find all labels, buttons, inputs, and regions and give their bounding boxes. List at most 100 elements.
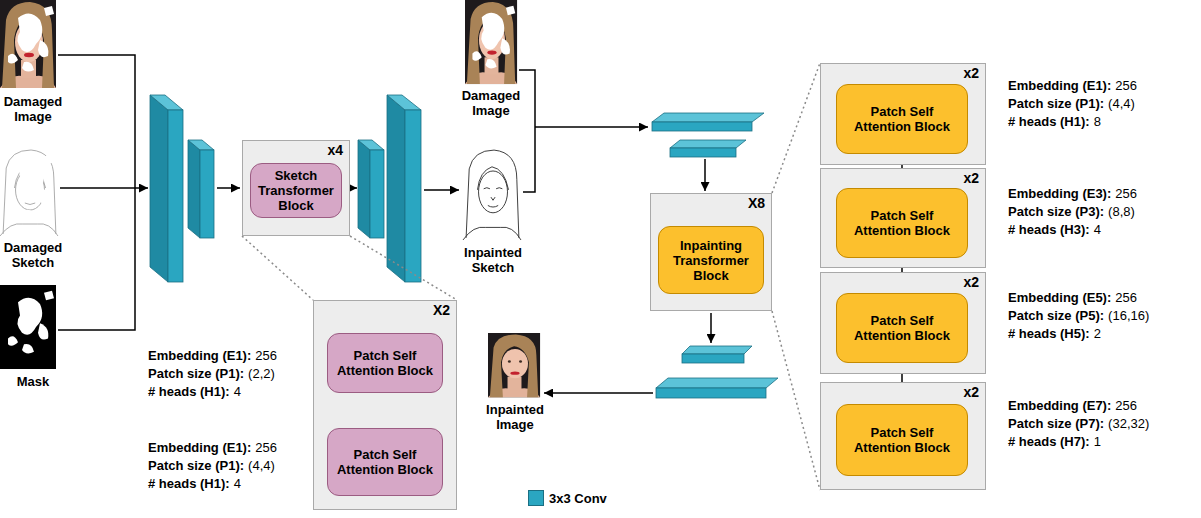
zoom-line <box>772 63 820 193</box>
damage-blobs <box>472 6 515 69</box>
sketch-background <box>0 148 58 236</box>
conv-front <box>670 148 736 157</box>
flow-arrow <box>217 187 240 189</box>
parameter-value: 2 <box>1094 326 1101 341</box>
conv-top <box>387 95 421 110</box>
parameter-value: 256 <box>1115 78 1137 93</box>
parameter-name: Embedding (E1): <box>148 348 251 363</box>
transformer-block: Patch Self Attention Block <box>836 84 968 154</box>
transformer-block: Patch Self Attention Block <box>327 428 443 496</box>
flow-arrow <box>350 187 357 189</box>
parameter-name: Embedding (E3): <box>1008 186 1111 201</box>
flow-arrow <box>60 187 148 189</box>
conv-top <box>656 378 778 388</box>
conv-front <box>656 388 766 398</box>
transformer-block: Patch Self Attention Block <box>836 188 968 258</box>
zoom-line <box>350 236 457 300</box>
image-caption: Damaged Sketch <box>0 240 66 270</box>
image-caption: Inpainted Sketch <box>456 245 530 275</box>
repeat-count: x2 <box>963 385 979 400</box>
repeat-count: x4 <box>327 143 343 158</box>
mask-background <box>0 285 56 369</box>
conv-side <box>188 140 200 238</box>
conv-block <box>358 140 384 238</box>
block-title: Sketch Transformer Block <box>255 168 337 213</box>
parameter-value: 4 <box>234 476 241 491</box>
parameter-name: # heads (H5): <box>1008 326 1090 341</box>
parameter-name: Patch size (P1): <box>148 366 244 381</box>
legend-swatch <box>528 490 544 506</box>
parameter-value: (4,4) <box>248 458 275 473</box>
repeat-count: X2 <box>433 303 450 318</box>
conv-block <box>656 378 778 398</box>
conv-front <box>168 110 183 282</box>
conv-side <box>150 95 168 282</box>
conv-top <box>670 140 746 148</box>
parameter-value: 256 <box>255 440 277 455</box>
conv-block <box>652 113 764 131</box>
repeat-count: X8 <box>748 196 765 211</box>
conv-block <box>387 95 421 282</box>
sketch-background <box>463 148 521 240</box>
block-title: Patch Self Attention Block <box>841 104 963 134</box>
legend-entry: 3x3 Conv <box>528 490 607 506</box>
parameter-name: # heads (H1): <box>148 384 230 399</box>
transformer-block: Inpainting Transformer Block <box>658 226 764 294</box>
block-title: Patch Self Attention Block <box>841 208 963 238</box>
flow-arrow <box>710 313 712 343</box>
parameter-name: # heads (H7): <box>1008 434 1090 449</box>
conv-top <box>682 346 752 354</box>
damage-blobs <box>8 154 56 220</box>
repeat-group-box: X2Patch Self Attention BlockPatch Self A… <box>313 300 457 510</box>
repeat-group-box: x2Patch Self Attention Block <box>820 168 986 268</box>
mask-blobs <box>8 291 54 354</box>
conv-front <box>405 110 421 282</box>
parameter-name: Embedding (E7): <box>1008 398 1111 413</box>
transformer-block: Patch Self Attention Block <box>836 293 968 363</box>
block-title: Patch Self Attention Block <box>841 313 963 343</box>
conv-front <box>652 122 752 131</box>
conv-block <box>670 140 746 157</box>
conv-front <box>682 354 744 363</box>
repeat-count: x2 <box>963 275 979 290</box>
repeat-group-box: x4Sketch Transformer Block <box>242 140 350 236</box>
transformer-block: Sketch Transformer Block <box>250 163 342 218</box>
image-caption: Damaged Image <box>0 94 66 124</box>
parameter-value: (16,16) <box>1108 308 1149 323</box>
conv-top <box>150 95 183 110</box>
input-bracket <box>58 55 135 330</box>
repeat-count: x2 <box>963 66 979 81</box>
repeat-group-box: x2Patch Self Attention Block <box>820 382 986 490</box>
parameter-name: Patch size (P1): <box>1008 96 1104 111</box>
damaged-image <box>0 0 56 88</box>
parameter-value: 256 <box>255 348 277 363</box>
parameter-name: # heads (H3): <box>1008 222 1090 237</box>
inpainted-image <box>488 333 540 397</box>
transformer-block: Patch Self Attention Block <box>836 404 968 476</box>
parameter-name: Patch size (P3): <box>1008 204 1104 219</box>
parameter-value: (32,32) <box>1108 416 1149 431</box>
repeat-group-box: x2Patch Self Attention Block <box>820 63 986 165</box>
conv-top <box>188 140 214 150</box>
conv-front <box>370 150 384 238</box>
repeat-group-box: X8Inpainting Transformer Block <box>650 193 772 311</box>
parameter-name: Embedding (E1): <box>148 440 251 455</box>
input-bracket <box>519 70 535 192</box>
parameter-value: (8,8) <box>1108 204 1135 219</box>
damaged-image <box>465 0 517 84</box>
conv-top <box>358 140 384 150</box>
damaged-sketch <box>0 150 58 236</box>
block-title: Inpainting Transformer Block <box>663 238 759 283</box>
parameter-name: Embedding (E1): <box>1008 78 1111 93</box>
repeat-count: x2 <box>963 171 979 186</box>
flow-arrow <box>704 159 706 191</box>
parameter-name: Patch size (P5): <box>1008 308 1104 323</box>
parameter-name: Patch size (P1): <box>148 458 244 473</box>
block-title: Patch Self Attention Block <box>332 348 438 378</box>
transformer-block: Patch Self Attention Block <box>327 333 443 393</box>
inpainted-sketch <box>463 150 521 240</box>
flow-arrow <box>544 392 653 394</box>
parameter-value: 1 <box>1094 434 1101 449</box>
conv-block <box>682 346 752 363</box>
block-title: Patch Self Attention Block <box>841 425 963 455</box>
